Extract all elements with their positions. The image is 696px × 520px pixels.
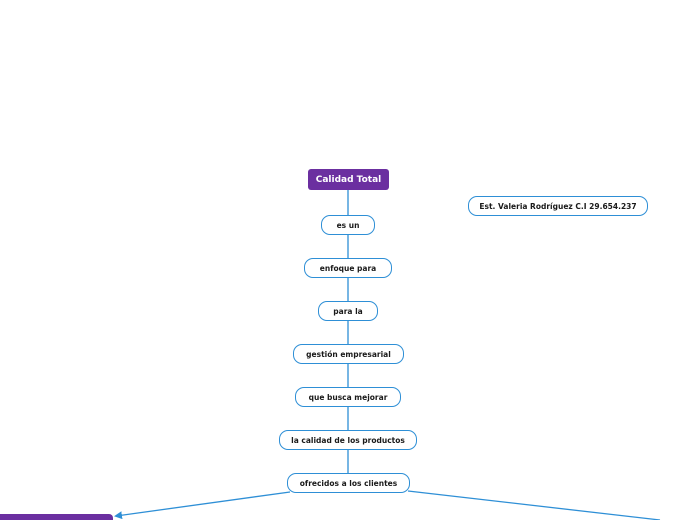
node-label: gestión empresarial bbox=[306, 349, 391, 359]
node-label: es un bbox=[336, 220, 360, 230]
node-enfoque-para[interactable]: enfoque para bbox=[304, 258, 392, 278]
node-gestion-empresarial[interactable]: gestión empresarial bbox=[293, 344, 404, 364]
node-ofrecidos-a-los-clientes[interactable]: ofrecidos a los clientes bbox=[287, 473, 410, 493]
node-label: ofrecidos a los clientes bbox=[299, 478, 398, 488]
author-label: Est. Valeria Rodríguez C.I 29.654.237 bbox=[479, 201, 637, 211]
connector-ofrecidos-to-right-branch bbox=[407, 490, 661, 520]
node-label: que busca mejorar bbox=[308, 392, 388, 402]
node-que-busca-mejorar[interactable]: que busca mejorar bbox=[295, 387, 401, 407]
left-branch-topic-partial[interactable] bbox=[0, 514, 113, 520]
node-label: enfoque para bbox=[319, 263, 377, 273]
floating-topic-author[interactable]: Est. Valeria Rodríguez C.I 29.654.237 bbox=[468, 196, 648, 216]
node-label: para la bbox=[333, 306, 363, 316]
node-la-calidad-de-los-productos[interactable]: la calidad de los productos bbox=[279, 430, 417, 450]
root-topic-label: Calidad Total bbox=[315, 174, 382, 185]
node-para-la[interactable]: para la bbox=[318, 301, 378, 321]
node-label: la calidad de los productos bbox=[291, 435, 405, 445]
root-topic-calidad-total[interactable]: Calidad Total bbox=[308, 169, 389, 190]
node-es-un[interactable]: es un bbox=[321, 215, 375, 235]
connector-ofrecidos-to-left-branch bbox=[114, 491, 291, 520]
